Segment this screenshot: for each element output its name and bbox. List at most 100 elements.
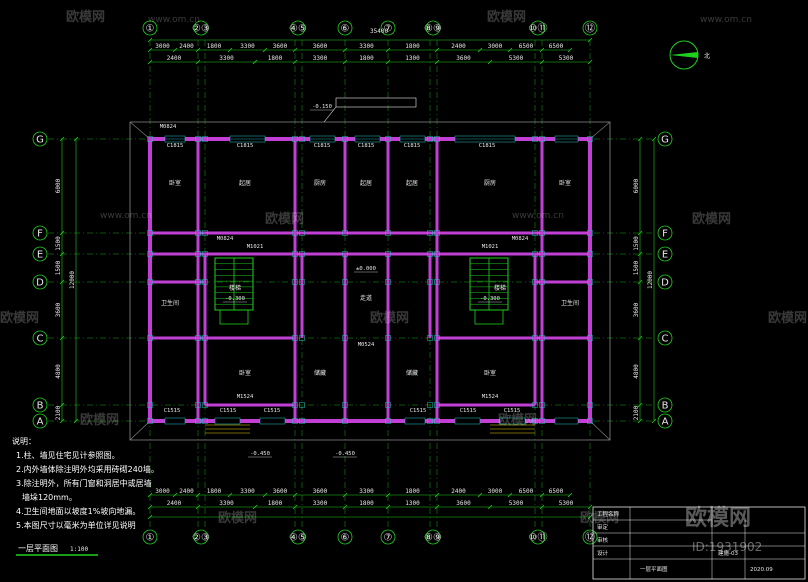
axis-label-top: ⑥ (341, 24, 350, 35)
dim-top-row2-tick (292, 59, 298, 65)
watermark-brand: 欧模网 (498, 412, 537, 428)
wall-interior-horizontal (150, 280, 205, 284)
dim-bottom-row1-tick (262, 492, 268, 498)
column (342, 279, 348, 285)
column (147, 230, 153, 236)
column (299, 279, 305, 285)
dim-top-row1-tick (227, 47, 233, 53)
window-tag: C1515 (164, 408, 181, 414)
axis-bubble-bottom (425, 529, 441, 545)
dim-right-chain-tick (637, 279, 643, 285)
level-tag: -0.300 (225, 296, 245, 302)
column (147, 335, 153, 341)
axis-bubble-right (657, 397, 673, 413)
tb-row-1: 工程名称 (597, 510, 620, 518)
wall-interior-horizontal (198, 336, 295, 340)
column (385, 279, 391, 285)
column (539, 230, 545, 236)
column (195, 335, 201, 341)
column (202, 279, 208, 285)
dim-bottom-row1-label: 3300 (359, 488, 374, 495)
dim-bottom-row1-label: 3000 (488, 488, 503, 495)
column (202, 230, 208, 236)
dim-bottom-row1-tick (567, 492, 573, 498)
dim-left-chain-label: 1500 (55, 236, 62, 251)
dim-top-row1-tick (507, 47, 513, 53)
dim-bottom-total-tick (147, 514, 153, 520)
column (292, 279, 298, 285)
axis-label-right: G (661, 135, 669, 146)
note-item-5: 4.卫生间地面以坡度1%坡向地漏。 (16, 506, 140, 516)
dim-top-row2-tick (487, 59, 493, 65)
dim-left-chain-label: 3600 (55, 302, 62, 317)
room-label: 起居 (239, 179, 251, 187)
window-bottom (404, 417, 426, 425)
wall-interior-vertical (533, 254, 537, 405)
stair-landing-right (474, 309, 504, 325)
axis-label-bottom: ⑦ (384, 533, 393, 544)
eave-corner (129, 121, 151, 140)
dim-bottom-row2-label: 1800 (359, 500, 374, 507)
column (299, 136, 305, 142)
axis-bubble-left (32, 330, 48, 346)
room-label: 卧室 (239, 369, 251, 377)
notes-block: 说明： 1.柱、墙见住宅见计参照图。 2.内外墙体除注明外均采用砖砌240墙。 … (12, 436, 159, 530)
axis-bubble-right (657, 246, 673, 262)
column (385, 418, 391, 424)
dim-left-chain-label: 4800 (55, 364, 62, 379)
wall-interior-vertical (435, 139, 439, 421)
wall-interior-vertical (386, 254, 390, 421)
column (202, 335, 208, 341)
top-callout (323, 97, 417, 123)
column (299, 402, 305, 408)
dim-top-row2-label: 1300 (405, 55, 420, 62)
column (587, 136, 593, 142)
column (292, 335, 298, 341)
column (427, 279, 433, 285)
notes-heading: 说明： (12, 436, 36, 446)
title-block: 工程名称 审定 审核 设计 一层平面图 建施-03 2020.09 (592, 506, 806, 580)
dim-left-chain-label: 6000 (55, 178, 62, 193)
axis-bubble-bottom (380, 529, 396, 545)
door-tag: M0824 (512, 236, 529, 242)
dim-top-row2-label: 2400 (167, 55, 182, 62)
dim-left-chain-tick (59, 230, 65, 236)
dim-left-total-tick (73, 136, 79, 142)
dim-right-chain-tick (637, 136, 643, 142)
column (427, 230, 433, 236)
door-tag: M0824 (217, 236, 234, 242)
window-tag: C1815 (479, 143, 496, 149)
dim-left-chain-tick (59, 418, 65, 424)
dim-bottom-row1-label: 2400 (179, 488, 194, 495)
dim-top-row1-label: 6500 (519, 43, 534, 50)
column (539, 402, 545, 408)
axis-bubble-left (32, 274, 48, 290)
dim-bottom-row2-label: 1300 (405, 500, 420, 507)
door-tag: M1021 (482, 244, 499, 250)
window-bottom (499, 417, 526, 425)
room-label: 储藏 (314, 369, 326, 377)
wall-interior-horizontal (150, 231, 590, 235)
column (587, 418, 593, 424)
dim-top-row2-tick (539, 59, 545, 65)
column (202, 251, 208, 257)
column (587, 335, 593, 341)
dim-bottom-row1-label: 1800 (405, 488, 420, 495)
column (147, 279, 153, 285)
tb-drawing-name: 一层平面图 (640, 565, 668, 573)
dim-bottom-row1-tick (385, 492, 391, 498)
watermark-url: www.om.cn (100, 211, 152, 221)
watermark-brand: 欧模网 (768, 310, 807, 326)
column (147, 136, 153, 142)
dim-top-row1-label: 2400 (451, 43, 466, 50)
column (292, 402, 298, 408)
axis-label-left: D (36, 278, 44, 289)
window-tag: C1815 (237, 143, 254, 149)
dim-bottom-row1-tick (292, 492, 298, 498)
door-tag: M0824 (160, 124, 177, 130)
axis-bubble-left (32, 397, 48, 413)
wall-interior-vertical (300, 254, 304, 338)
dim-bottom-row1-label: 3300 (240, 488, 255, 495)
